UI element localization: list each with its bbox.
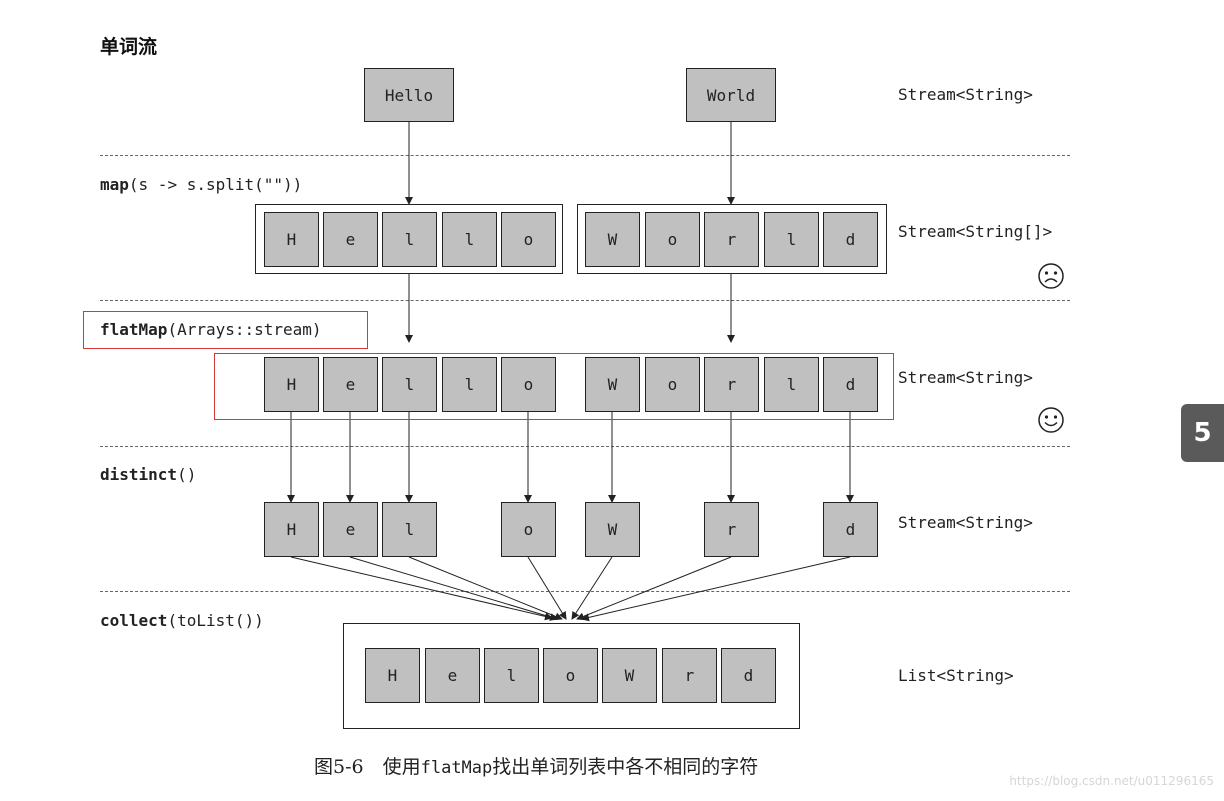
char-cell: o	[645, 357, 700, 412]
separator-line	[100, 591, 1070, 592]
caption-suffix: 找出单词列表中各不相同的字符	[492, 756, 759, 778]
char-cell: e	[323, 502, 378, 557]
highlight-box	[214, 353, 894, 420]
watermark: https://blog.csdn.net/u011296165	[1009, 774, 1214, 788]
stage-label-flatmap: flatMap(Arrays::stream)	[100, 320, 322, 339]
figure-caption: 图5-6 使用flatMap找出单词列表中各不相同的字符	[314, 752, 758, 779]
separator-line	[100, 446, 1070, 447]
arrow	[581, 556, 851, 622]
char-cell: H	[264, 502, 319, 557]
char-cell: H	[264, 357, 319, 412]
arrow	[290, 556, 553, 621]
caption-code: flatMap	[420, 758, 493, 778]
happy-face-icon	[1038, 407, 1064, 433]
arrow	[527, 556, 567, 620]
sad-face-icon	[1038, 263, 1064, 289]
char-cell: l	[442, 212, 497, 267]
char-cell: d	[823, 212, 878, 267]
stream-type-label: Stream<String[]>	[898, 222, 1053, 241]
arrow	[408, 556, 563, 621]
stage-args: (Arrays::stream)	[167, 320, 322, 339]
char-cell: l	[382, 212, 437, 267]
stream-type-label: Stream<String>	[898, 513, 1033, 532]
stream-type-label: List<String>	[898, 666, 1014, 685]
char-cell: H	[365, 648, 420, 703]
char-cell: r	[704, 212, 759, 267]
stage-args: (toList())	[167, 611, 264, 630]
char-cell: d	[823, 357, 878, 412]
char-cell: H	[264, 212, 319, 267]
char-cell: l	[442, 357, 497, 412]
stream-type-label: Stream<String>	[898, 85, 1033, 104]
char-cell: o	[501, 212, 556, 267]
char-cell: e	[323, 357, 378, 412]
char-cell: W	[585, 502, 640, 557]
char-cell: l	[764, 357, 819, 412]
stage-label-distinct: distinct()	[100, 465, 196, 484]
char-cell: l	[484, 648, 539, 703]
array-frame	[255, 204, 563, 274]
separator-line	[100, 155, 1070, 156]
stage-fn: distinct	[100, 465, 178, 484]
stage-label-collect: collect(toList())	[100, 611, 264, 630]
word-box: World	[686, 68, 776, 122]
char-cell: o	[645, 212, 700, 267]
char-cell: o	[501, 502, 556, 557]
char-cell: r	[662, 648, 717, 703]
char-cell: W	[585, 357, 640, 412]
char-cell: l	[382, 502, 437, 557]
char-cell: l	[764, 212, 819, 267]
char-cell: W	[602, 648, 657, 703]
char-cell: d	[823, 502, 878, 557]
separator-line	[100, 300, 1070, 301]
chapter-tab: 5	[1181, 404, 1224, 462]
char-cell: W	[585, 212, 640, 267]
stage-args: (s -> s.split(""))	[128, 175, 303, 194]
char-cell: o	[543, 648, 598, 703]
caption-prefix: 图5-6 使用	[314, 756, 421, 778]
char-cell: l	[382, 357, 437, 412]
char-cell: r	[704, 357, 759, 412]
char-cell: o	[501, 357, 556, 412]
arrow	[349, 556, 558, 621]
arrow	[576, 556, 732, 621]
char-cell: r	[704, 502, 759, 557]
stage-fn: flatMap	[100, 320, 168, 339]
stage-label-map: map(s -> s.split(""))	[100, 175, 302, 194]
stream-type-label: Stream<String>	[898, 368, 1033, 387]
word-box: Hello	[364, 68, 454, 122]
char-cell: d	[721, 648, 776, 703]
char-cell: e	[425, 648, 480, 703]
char-cell: e	[323, 212, 378, 267]
array-frame	[577, 204, 887, 274]
list-frame	[343, 623, 800, 729]
stage-fn: map	[100, 175, 129, 194]
stage-fn: collect	[100, 611, 168, 630]
arrow	[571, 556, 613, 620]
diagram-heading: 单词流	[100, 36, 158, 58]
highlight-box	[83, 311, 368, 349]
stage-args: ()	[177, 465, 197, 484]
